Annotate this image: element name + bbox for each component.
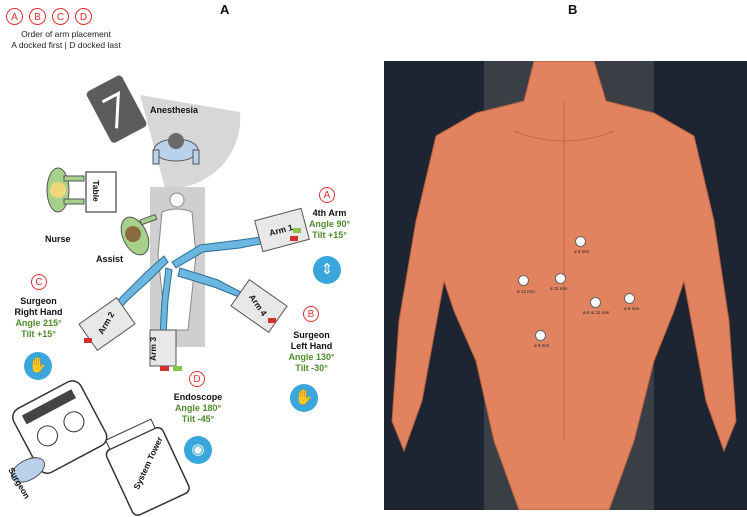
nurse-label: Nurse (45, 234, 71, 244)
arm-d-info: Endoscope Angle 180° Tilt -45° (168, 392, 228, 425)
system-tower (104, 418, 190, 516)
port-label: ø 12 mm (517, 289, 535, 294)
port-label: ø 8 or 11 mm (583, 310, 610, 315)
arm-3-tag: Arm 3 (148, 336, 159, 362)
assist-figure (120, 213, 158, 256)
port-marker (624, 293, 635, 304)
legend-line-2: A docked first | D docked last (11, 40, 121, 50)
arm-a-title: 4th Arm (312, 208, 347, 218)
arm-d-tilt: Tilt -45° (181, 414, 215, 424)
updown-arrows-icon: ⇕ (313, 256, 341, 284)
panel-b-label: B (568, 2, 578, 17)
or-layout-diagram (10, 75, 310, 516)
anesthesia-label: Anesthesia (150, 105, 199, 115)
placement-legend: A B C D Order of arm placement A docked … (6, 8, 126, 51)
arm-d-title: Endoscope (173, 392, 223, 402)
surgeon-figure (10, 457, 46, 483)
badge-arm-a: A (319, 187, 335, 203)
side-table (85, 171, 117, 213)
port-label: ø 8 mm (624, 306, 640, 311)
nurse-figure (46, 167, 85, 213)
right-hand-icon: ✋ (24, 352, 52, 380)
arm-b-info: Surgeon Left Hand Angle 130° Tilt -30° (279, 330, 344, 374)
anesthesiologist-figure (152, 133, 200, 165)
anesthesia-monitor-icon (86, 75, 147, 143)
arm-d-angle: Angle 180° (174, 403, 222, 413)
legend-badge-d: D (75, 8, 92, 25)
port-label: ø 11 mm (550, 286, 568, 291)
arm-b-title-2: Left Hand (290, 341, 333, 351)
arm-a-angle: Angle 90° (308, 219, 351, 229)
badge-arm-b: B (303, 306, 319, 322)
table-label: Table (90, 180, 101, 202)
port-marker (590, 297, 601, 308)
arm-indicators (84, 228, 301, 371)
arm-b-tilt: Tilt -30° (295, 363, 328, 373)
legend-line-1: Order of arm placement (21, 29, 111, 39)
torso-render (391, 61, 737, 510)
legend-circles: A B C D (6, 8, 126, 25)
port-marker (575, 236, 586, 247)
panel-a-label: A (220, 2, 230, 17)
legend-badge-a: A (6, 8, 23, 25)
arm-b-angle: Angle 130° (288, 352, 335, 362)
badge-arm-d: D (189, 371, 205, 387)
legend-badge-b: B (29, 8, 46, 25)
arm-b-title-1: Surgeon (293, 330, 330, 340)
arm-c-tilt: Tilt +15° (21, 329, 56, 339)
badge-arm-c: C (31, 274, 47, 290)
arm-c-info: Surgeon Right Hand Angle 215° Tilt +15° (6, 296, 71, 340)
arm-a-info: 4th Arm Angle 90° Tilt +15° (302, 208, 357, 241)
arm-c-title-2: Right Hand (14, 307, 63, 317)
arm-c-title-1: Surgeon (20, 296, 57, 306)
assist-label: Assist (96, 254, 124, 264)
left-hand-icon: ✋ (290, 384, 318, 412)
port-label: ø 8 mm (534, 343, 550, 348)
port-marker (555, 273, 566, 284)
port-label: ø 8 mm (574, 249, 590, 254)
camera-icon: ◉ (184, 436, 212, 464)
arm-a-tilt: Tilt +15° (312, 230, 347, 240)
port-placement-view: ø 8 mm ø 12 mm ø 11 mm ø 8 or 11 mm ø 8 … (384, 61, 747, 510)
port-marker (518, 275, 529, 286)
surgeon-console (12, 380, 108, 474)
arm-c-angle: Angle 215° (15, 318, 62, 328)
legend-badge-c: C (52, 8, 69, 25)
port-marker (535, 330, 546, 341)
